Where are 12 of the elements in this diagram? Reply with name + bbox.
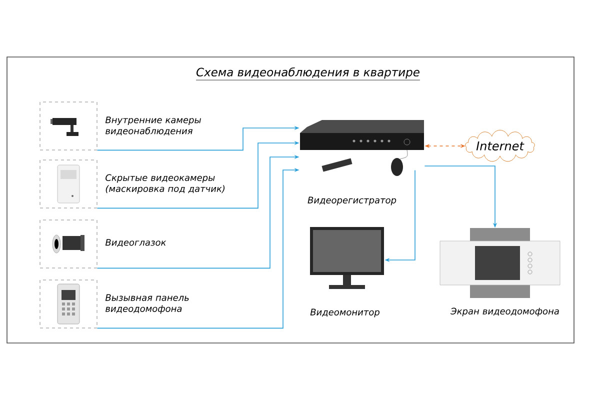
device-label: Видеомонитор xyxy=(310,308,380,318)
title: Схема видеонаблюдения в квартире xyxy=(196,67,420,80)
device-label: Видеоглазок xyxy=(105,239,166,247)
intercom-screen-drawing xyxy=(440,228,560,298)
monitor-drawing xyxy=(310,227,384,289)
device-label: Вызывная панель видеодомофона xyxy=(105,294,189,314)
device-label: Скрытые видеокамеры (маскировка под датчик) xyxy=(106,174,224,194)
device-label: Экран видеодомофона xyxy=(450,308,559,316)
device-label: Внутренние камеры видеонаблюдения xyxy=(105,116,201,136)
cloud: Internet xyxy=(465,130,535,162)
recorder-drawing xyxy=(300,120,424,176)
device-label: Видеорегистратор xyxy=(308,196,396,206)
